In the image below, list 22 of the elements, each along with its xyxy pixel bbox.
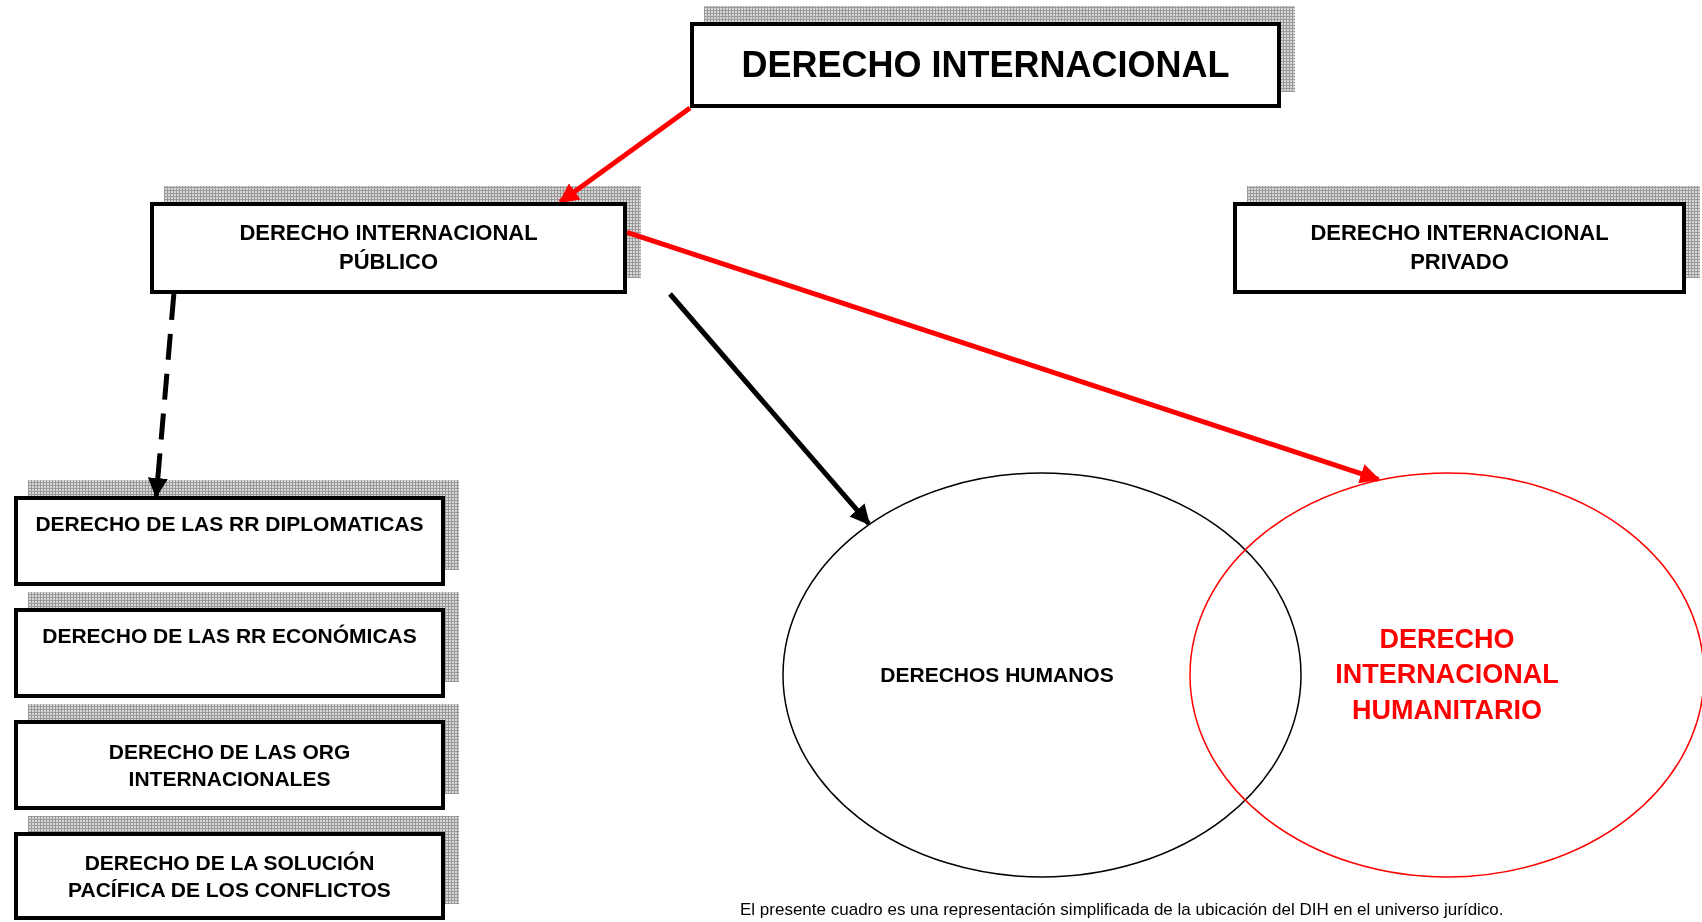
node-label: DERECHO DE LAS ORG INTERNACIONALES — [107, 738, 352, 792]
node-label: DERECHOS HUMANOS — [880, 662, 1114, 689]
node-label: DERECHO DE LAS RR ECONÓMICAS — [42, 623, 417, 649]
label-box — [14, 720, 445, 810]
node-label: DERECHO INTERNACIONAL PRIVADO — [1309, 219, 1610, 276]
label-box — [690, 22, 1281, 108]
arrow — [558, 105, 692, 205]
node-label: DERECHO DE LAS RR DIPLOMATICAS — [35, 511, 424, 537]
node-label: DERECHO INTERNACIONAL PÚBLICO — [238, 219, 539, 276]
ellipse-shape — [782, 472, 1302, 878]
arrow — [626, 230, 1381, 484]
node-label: DERECHO INTERNACIONAL HUMANITARIO — [1334, 623, 1560, 727]
label-box — [14, 496, 445, 586]
node-label: DERECHO INTERNACIONAL — [741, 42, 1230, 87]
label-box — [1233, 202, 1686, 294]
arrow — [147, 293, 177, 498]
label-box — [14, 832, 445, 920]
caption: El presente cuadro es una representación simplificada de la ubicación del DIH en el universo jurídico. — [740, 900, 1505, 920]
label-box — [150, 202, 627, 294]
label-box — [14, 608, 445, 698]
node-label: DERECHO DE LA SOLUCIÓN PACÍFICA DE LOS CONFLICTOS — [67, 849, 392, 903]
arrow — [668, 292, 871, 526]
